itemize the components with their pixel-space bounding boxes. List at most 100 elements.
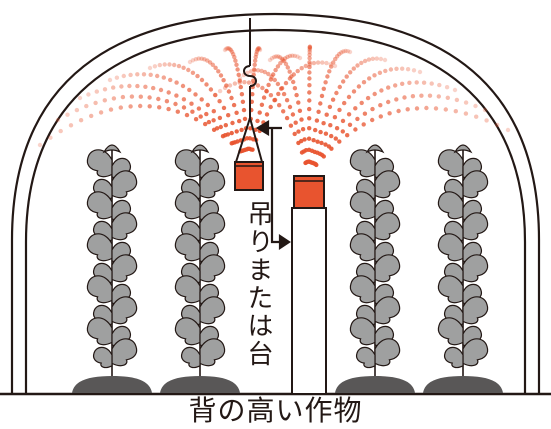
plant-leaf xyxy=(462,170,489,199)
spray-dot xyxy=(37,142,43,148)
spray-dot xyxy=(276,54,281,59)
spray-dot xyxy=(187,87,192,93)
arrow-head-left-icon xyxy=(255,120,270,136)
spray-dot xyxy=(147,65,153,71)
spray-dot xyxy=(319,93,325,99)
spray-dot xyxy=(222,85,228,91)
spray-dot xyxy=(347,49,353,55)
spray-dot xyxy=(143,84,148,90)
spray-dot xyxy=(331,60,336,65)
spray-dot xyxy=(318,101,323,106)
spray-dot xyxy=(280,56,285,62)
spray-dot xyxy=(248,69,254,74)
spray-dot xyxy=(495,122,500,128)
spray-dot xyxy=(292,53,298,59)
spray-dot xyxy=(327,104,333,110)
spray-dot xyxy=(252,68,257,73)
spray-dot xyxy=(102,87,108,92)
spray-dot xyxy=(172,62,177,68)
support-line-left xyxy=(235,117,251,163)
spray-dot xyxy=(264,112,270,117)
spray-dot xyxy=(347,122,353,128)
plant-leaf xyxy=(374,338,401,367)
spray-dot xyxy=(281,58,287,64)
spray-dot xyxy=(452,87,458,93)
spray-dot xyxy=(234,110,239,116)
spray-dot xyxy=(285,54,290,60)
spray-dot xyxy=(148,72,153,78)
spray-dot xyxy=(236,72,241,78)
spray-dot xyxy=(207,60,213,65)
spray-dot xyxy=(400,66,405,71)
spray-dot xyxy=(295,54,300,59)
spray-dot xyxy=(213,65,218,71)
spray-dot xyxy=(429,81,434,86)
spray-dot xyxy=(253,54,258,60)
plant-leaf xyxy=(111,212,138,241)
spray-dot xyxy=(229,95,234,101)
spray-dot xyxy=(378,103,383,108)
spray-dot xyxy=(307,60,312,65)
spray-dot xyxy=(157,105,162,110)
spray-dot xyxy=(205,58,210,63)
spray-dot xyxy=(290,53,295,58)
plant xyxy=(86,144,138,378)
spray-dot xyxy=(218,124,223,130)
plant-leaf xyxy=(349,275,376,304)
spray-dot xyxy=(343,48,348,54)
spray-dot xyxy=(316,109,321,115)
spray-dot xyxy=(55,117,61,123)
spray-dot xyxy=(324,112,329,117)
spray-dot xyxy=(307,126,312,131)
spray-dot xyxy=(323,80,328,85)
spray-dot xyxy=(174,93,179,98)
spray-dot xyxy=(168,77,173,83)
spray-dot xyxy=(214,126,220,131)
spray-dot xyxy=(205,102,210,108)
spray-dot xyxy=(290,112,296,117)
spray-dot xyxy=(255,46,260,52)
spray-dot xyxy=(229,49,235,54)
spray-dot xyxy=(202,57,207,62)
spray-dot xyxy=(329,146,334,151)
soil-mound xyxy=(160,376,240,393)
spray-dot xyxy=(307,56,312,61)
spray-dot xyxy=(114,75,120,80)
spray-dot xyxy=(233,58,238,63)
spray-dot xyxy=(167,62,172,67)
spray-dot xyxy=(221,78,226,83)
spray-dot xyxy=(282,56,288,61)
spray-dot xyxy=(337,139,342,144)
spray-dot xyxy=(187,59,193,65)
spray-dot xyxy=(256,46,262,51)
spray-dot xyxy=(111,96,117,101)
spray-dot xyxy=(424,105,429,111)
spray-dot xyxy=(58,128,63,134)
spray-dot xyxy=(355,63,360,68)
spray-dot xyxy=(255,118,260,124)
spray-dot xyxy=(206,119,212,125)
spray-dot xyxy=(340,129,345,134)
spray-dot xyxy=(129,94,135,99)
spray-dot xyxy=(217,99,222,104)
spray-dot xyxy=(225,46,230,51)
plant-top xyxy=(190,144,210,154)
spray-dot xyxy=(388,67,394,72)
spray-dot xyxy=(257,46,262,51)
plant-leaf xyxy=(199,296,226,325)
spray-dot xyxy=(321,121,326,126)
spray-dot xyxy=(370,106,375,112)
spray-dot xyxy=(257,47,263,53)
spray-dot xyxy=(226,113,231,118)
spray-dot xyxy=(417,69,423,75)
spray-dot xyxy=(374,56,379,61)
spray-dot xyxy=(193,92,198,97)
spray-dot xyxy=(107,77,113,83)
plant-top xyxy=(365,144,385,154)
spray-dot xyxy=(436,94,441,99)
spray-dot xyxy=(339,50,344,55)
plant-top xyxy=(102,144,122,154)
spray-dot xyxy=(190,58,196,63)
plant xyxy=(437,144,489,378)
plant-leaf xyxy=(349,233,376,262)
